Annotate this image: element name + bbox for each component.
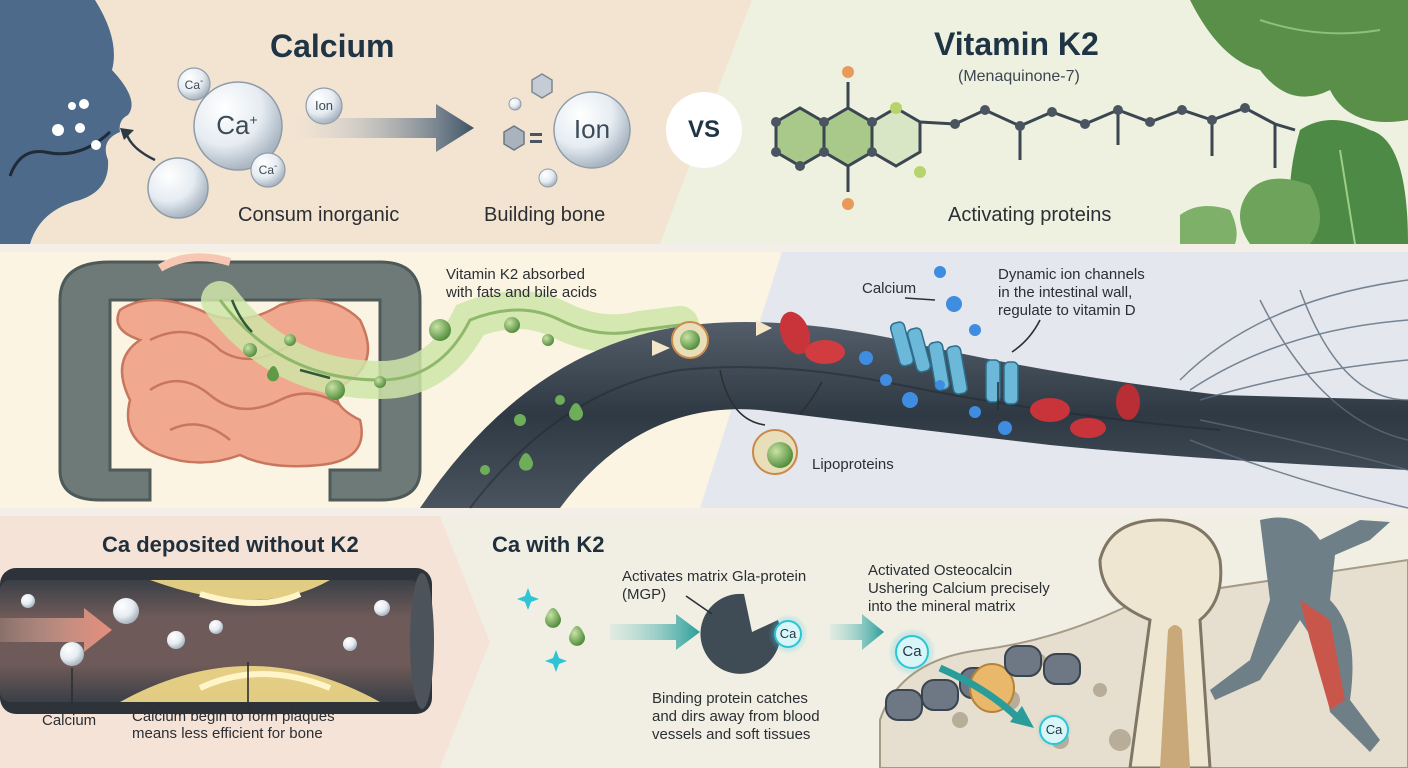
plaque-bottom <box>120 666 380 702</box>
ca-token-1 <box>774 620 802 648</box>
ion-label-ca-top: Ca- <box>184 76 204 92</box>
lipoprotein-core <box>680 330 700 350</box>
curved-arrow-head <box>120 128 134 140</box>
calcium-title: Calcium <box>270 28 395 64</box>
vessel-droplets <box>480 395 584 475</box>
plaques-label: Calcium begin to form plaques means less… <box>132 708 335 742</box>
artery-end <box>410 573 434 709</box>
k2-subtitle: (Menaquinone-7) <box>958 68 1080 85</box>
vs-label: VS <box>687 116 720 143</box>
ca-minus-ion-top <box>177 67 211 101</box>
ca-plus-ion <box>193 81 283 171</box>
with-k2-title: Ca with K2 <box>492 532 605 557</box>
dot-2 <box>538 168 558 188</box>
mgp-pointer <box>685 595 713 615</box>
ca-minus-ion-bottom <box>250 152 286 188</box>
ca-token-3 <box>1039 715 1069 745</box>
ion-label-ca-main: Ca+ <box>216 110 258 140</box>
plaque-top <box>150 580 330 600</box>
large-bubble <box>147 157 209 219</box>
teal-curve-arrow <box>938 664 1023 723</box>
hexagon-left <box>503 125 525 151</box>
flow-arrow-pink <box>0 608 112 652</box>
calcium-ions-blue <box>859 266 1012 435</box>
building-bone-label: Building bone <box>484 204 606 226</box>
equals-top <box>530 133 542 136</box>
k2-sparkle-drops <box>517 588 585 672</box>
mgp-protein <box>700 593 781 674</box>
hexagon-top <box>531 73 553 99</box>
binding-protein-label: Binding protein catches and dirs away fr… <box>652 690 820 743</box>
artery-lumen <box>0 580 420 702</box>
teal-curve-arrow-head <box>1010 706 1034 728</box>
blood-vessel <box>420 322 1408 508</box>
k2-absorbed-label: Vitamin K2 absorbed with fats and bile a… <box>446 266 597 301</box>
osteocalcin-label: Activated Osteocalcin Ushering Calcium p… <box>868 562 1050 615</box>
calcium-label-bottom: Calcium <box>42 712 97 729</box>
ion-bubble-large <box>553 91 631 169</box>
without-k2-title: Ca deposited without K2 <box>102 532 359 557</box>
dot-1 <box>508 97 522 111</box>
runner-figure <box>1210 517 1390 752</box>
plaque-highlight-top <box>199 591 302 606</box>
consum-inorganic-label: Consum inorganic <box>238 204 400 226</box>
red-blood-cells <box>779 311 1140 438</box>
vs-badge <box>666 92 742 168</box>
lipoprotein-diagram-core <box>767 442 793 468</box>
teal-arrow-2 <box>830 614 884 650</box>
mgp-label: Activates matrix Gla-protein (MGP) <box>622 568 807 603</box>
ca-token-2-label: Ca <box>902 643 922 660</box>
calcium-spheres <box>21 594 390 666</box>
equals-bottom <box>530 140 542 143</box>
ion-channels-label: Dynamic ion channels in the intestinal w… <box>998 266 1145 319</box>
lipoproteins-label: Lipoproteins <box>812 456 894 473</box>
k2-absorption-path <box>218 299 681 382</box>
ion-label-large: Ion <box>573 114 611 144</box>
ion-channels <box>889 321 1019 405</box>
k2-title: Vitamin K2 <box>934 26 1099 62</box>
ca-token-2 <box>895 635 929 669</box>
white-arrow-2 <box>652 340 670 356</box>
white-arrow-1 <box>756 320 772 336</box>
conversion-arrow <box>290 104 474 152</box>
flow-arrows <box>230 299 331 380</box>
k2-droplets <box>243 317 554 400</box>
vessel-fibers <box>1179 279 1408 509</box>
calcium-blood-label: Calcium <box>862 280 917 297</box>
ca-token-3-label: Ca <box>1045 722 1063 737</box>
kale-leaves <box>1180 0 1408 245</box>
plaque-highlight-bottom <box>198 671 332 691</box>
pointer-lines <box>719 297 1041 426</box>
molecule-atoms <box>771 66 1250 210</box>
teal-arrow-1 <box>610 614 700 650</box>
ion-label-ca-bottom: Ca- <box>258 161 278 177</box>
ca-token-1-label: Ca <box>779 626 797 641</box>
ion-label-small: Ion <box>314 98 334 113</box>
activating-proteins-label: Activating proteins <box>948 204 1112 226</box>
bone-cells <box>885 645 1081 721</box>
bone-marrow <box>1160 625 1190 768</box>
femur-bone <box>1098 518 1223 768</box>
head-silhouette <box>0 0 132 244</box>
